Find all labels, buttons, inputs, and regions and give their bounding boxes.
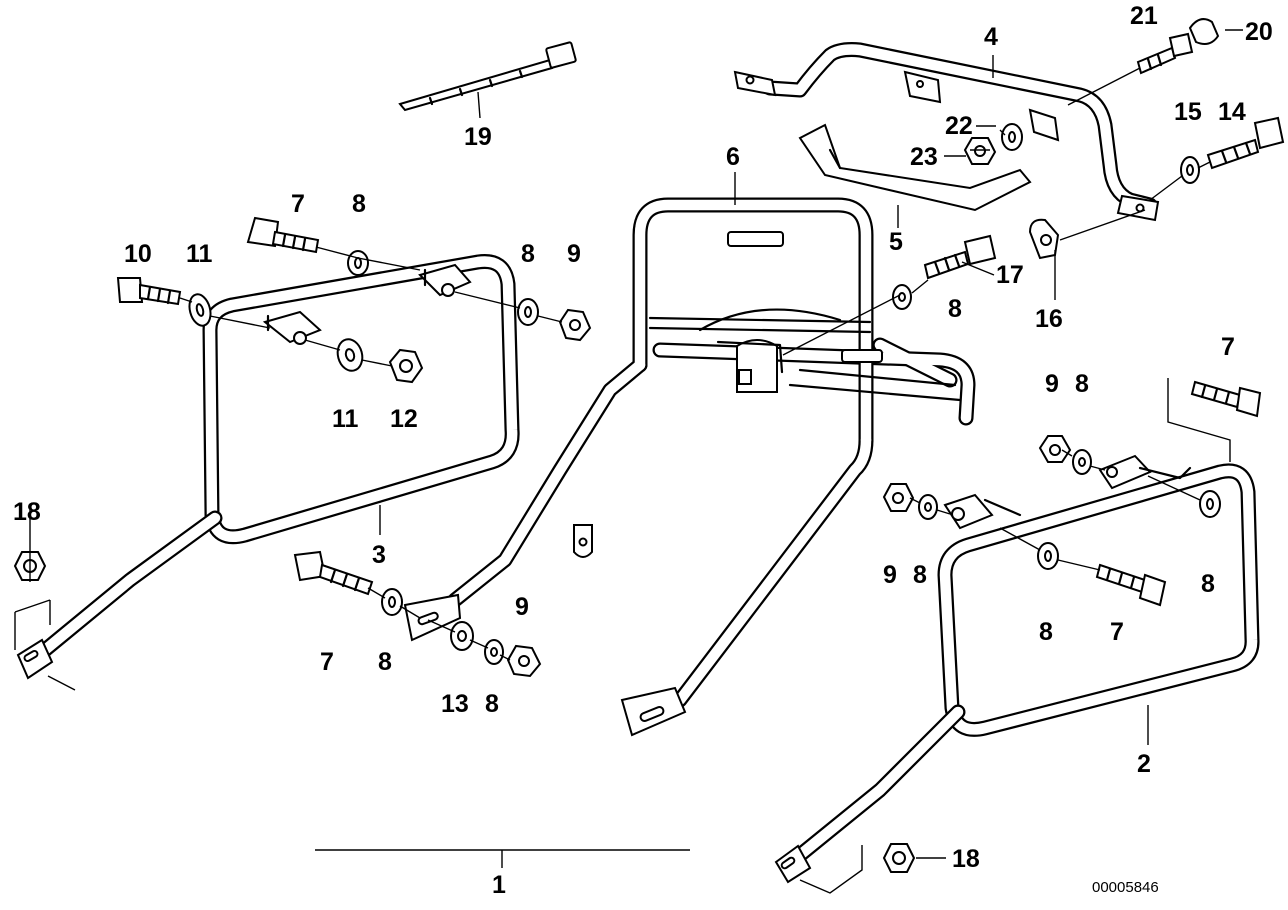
callout-labels: 1 2 3 4 5 6 7 7 7 7 8 8 8 8 8 8 8 8 8 9 … — [13, 2, 1273, 899]
callout-20: 20 — [1245, 18, 1273, 46]
callout-19: 19 — [464, 123, 492, 151]
callout-8-lower-center: 8 — [485, 690, 499, 718]
callout-1: 1 — [492, 871, 506, 899]
callout-8-lower-left: 8 — [378, 648, 392, 676]
callout-22: 22 — [945, 112, 973, 140]
callout-7-upper-right: 7 — [1221, 333, 1235, 361]
callout-21: 21 — [1130, 2, 1158, 30]
callout-17: 17 — [996, 261, 1024, 289]
callout-2: 2 — [1137, 750, 1151, 778]
callout-7-lower-right: 7 — [1110, 618, 1124, 646]
callout-8-right-upper: 8 — [1075, 370, 1089, 398]
callout-23: 23 — [910, 143, 938, 171]
part-3-left-pannier-frame — [14, 253, 520, 691]
callout-10: 10 — [124, 240, 152, 268]
diagram-reference-code: 00005846 — [1092, 879, 1159, 896]
callout-12: 12 — [390, 405, 418, 433]
part-2-right-pannier-frame — [774, 454, 1260, 894]
callout-9-lower: 9 — [515, 593, 529, 621]
callout-5: 5 — [889, 228, 903, 256]
callout-8-right-lower-left: 8 — [913, 561, 927, 589]
callout-9-right-upper: 9 — [1045, 370, 1059, 398]
callout-8-right-frame: 8 — [1201, 570, 1215, 598]
callout-9-right-lower: 9 — [883, 561, 897, 589]
part-5-support-plate — [798, 123, 1032, 212]
callout-8-upper-center: 8 — [521, 240, 535, 268]
callout-9-upper: 9 — [567, 240, 581, 268]
callout-16: 16 — [1035, 305, 1063, 333]
callout-14: 14 — [1218, 98, 1246, 126]
part-19-cable-tie — [398, 41, 577, 112]
callout-3: 3 — [372, 541, 386, 569]
callout-11-left: 11 — [186, 240, 213, 268]
callout-18-right: 18 — [952, 845, 980, 873]
callout-7-upper-left: 7 — [291, 190, 305, 218]
callout-7-lower-left: 7 — [320, 648, 334, 676]
hardware-fasteners — [13, 18, 1285, 873]
part-4-upper-bracket — [733, 42, 1160, 222]
callout-11-lower: 11 — [332, 405, 359, 433]
callout-13: 13 — [441, 690, 469, 718]
callout-15: 15 — [1174, 98, 1202, 126]
callout-18-left: 18 — [13, 498, 41, 526]
callout-4: 4 — [984, 23, 998, 51]
callout-leaders — [29, 29, 1243, 868]
callout-6: 6 — [726, 143, 740, 171]
callout-8-bolt-17: 8 — [948, 295, 962, 323]
part-6-rear-rack-frame — [403, 197, 976, 737]
callout-8-top: 8 — [352, 190, 366, 218]
callout-8-right-center: 8 — [1039, 618, 1053, 646]
